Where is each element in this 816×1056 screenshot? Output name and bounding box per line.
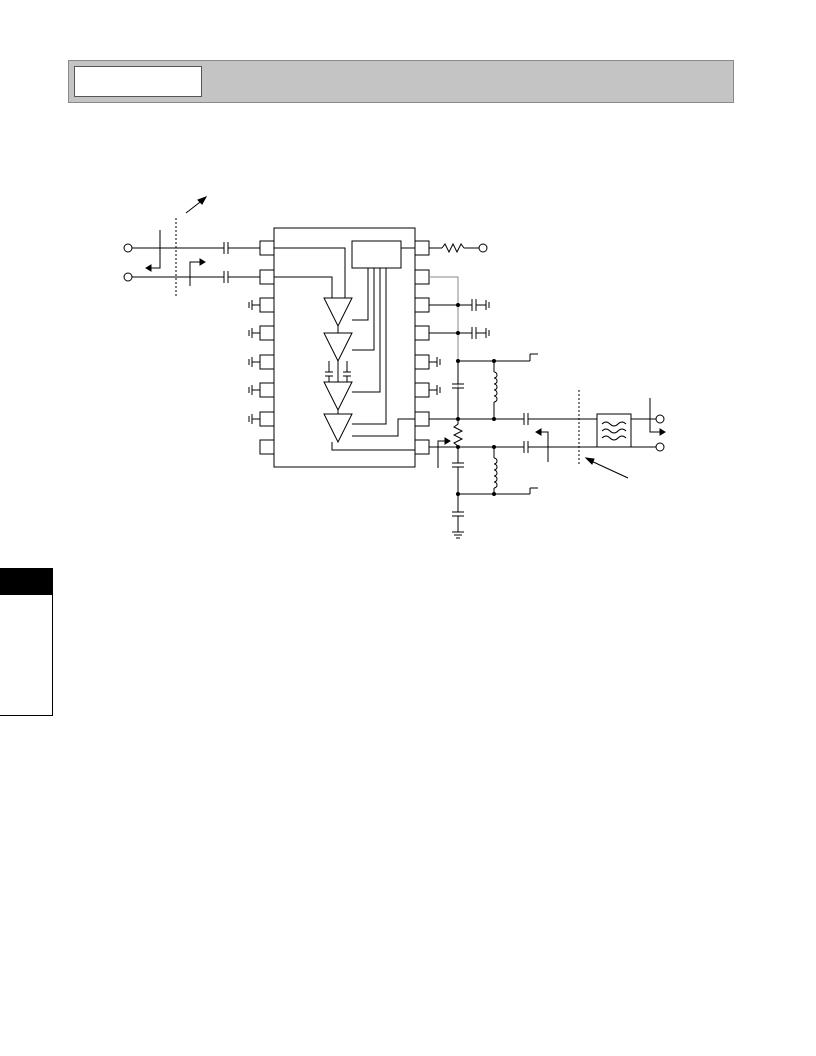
resistor (441, 242, 465, 254)
header-label-box (74, 66, 202, 97)
variable-resistor (452, 419, 464, 447)
control-block (351, 240, 402, 269)
left-pins (259, 240, 275, 455)
filter-block (596, 413, 632, 448)
inductor (493, 371, 498, 403)
right-pins (414, 240, 430, 455)
side-tab-label (0, 568, 53, 595)
amp-stage-3 (323, 381, 353, 412)
side-tab (0, 568, 53, 716)
amp-stage-1 (323, 297, 353, 328)
left-ground-symbols (248, 300, 260, 424)
ic-package (273, 227, 416, 468)
inductor-lower (493, 457, 498, 489)
header-bar (68, 60, 734, 103)
amp-stage-4 (323, 413, 353, 444)
amp-stage-2 (323, 332, 353, 363)
